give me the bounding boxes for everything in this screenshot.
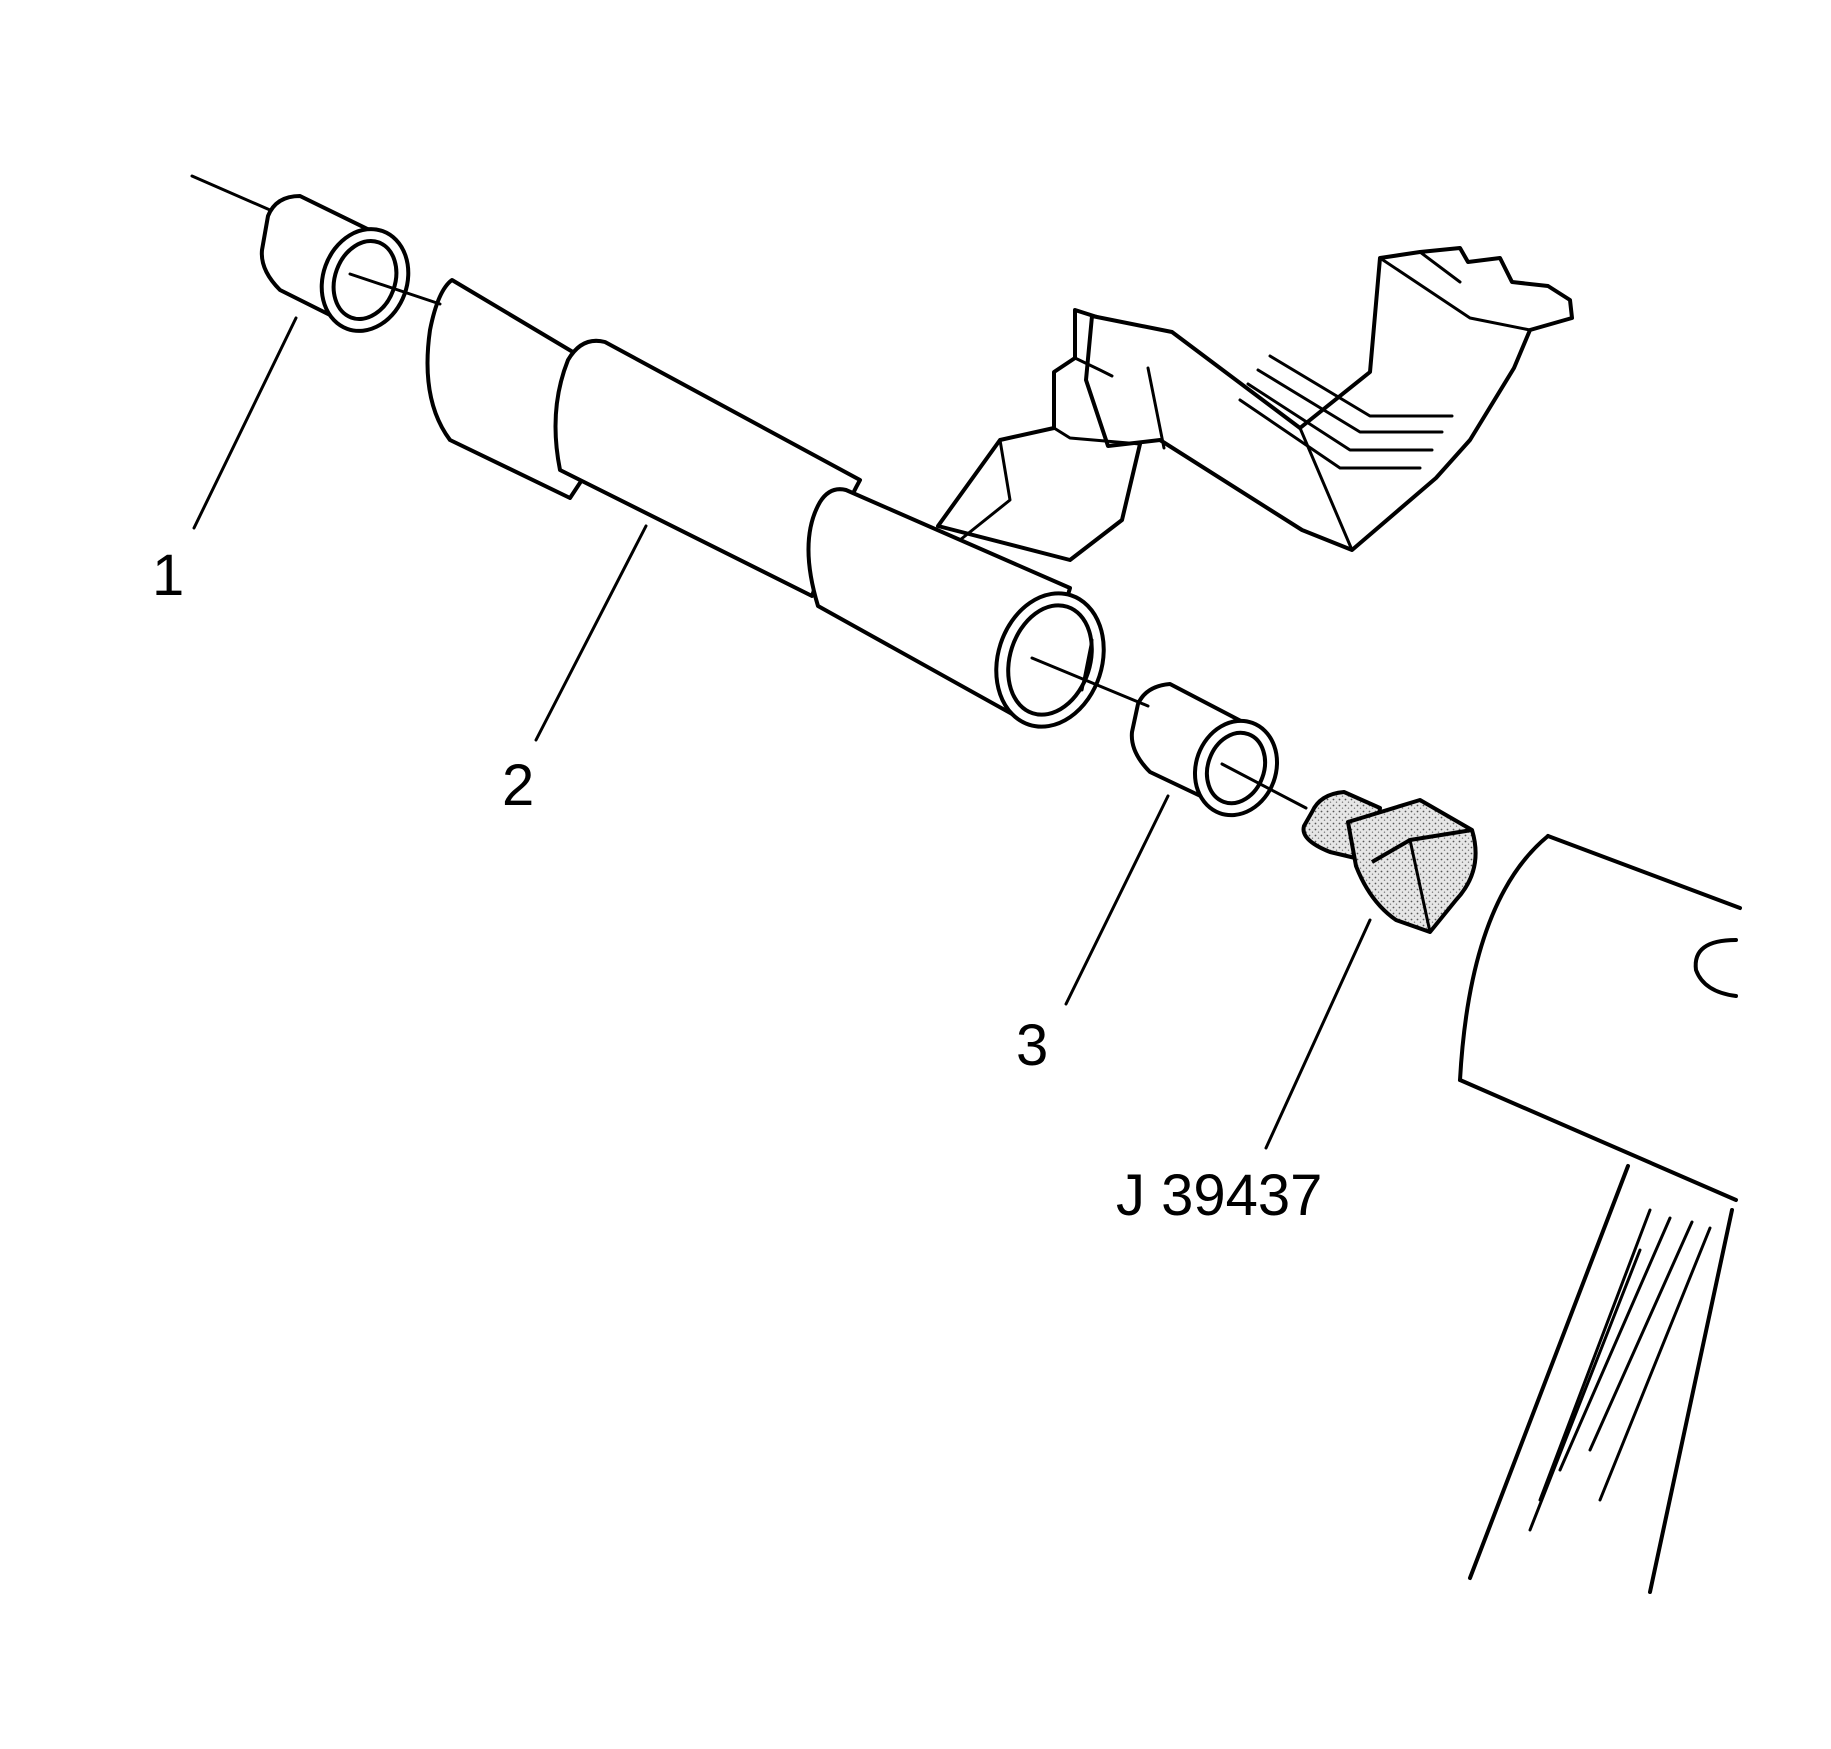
callout-3: 3: [1016, 1013, 1048, 1078]
shift-shaft: [425, 278, 1106, 729]
leader-3: [1064, 794, 1170, 1006]
leader-2: [534, 524, 648, 742]
leader-tool: [1264, 918, 1372, 1150]
callout-1: 1: [152, 543, 184, 608]
shift-lever-bracket: [936, 246, 1574, 562]
leader-1: [192, 316, 298, 530]
bushing-3: [1129, 682, 1280, 818]
leader-lines: [192, 316, 1372, 1150]
callout-tool-number: J 39437: [1116, 1163, 1322, 1228]
hammer: [1458, 834, 1742, 1594]
tool-j39437-driver: [1301, 790, 1478, 934]
assembly-axis-lines: [190, 174, 1308, 810]
callout-2: 2: [502, 753, 534, 818]
bushing-1: [259, 194, 411, 333]
